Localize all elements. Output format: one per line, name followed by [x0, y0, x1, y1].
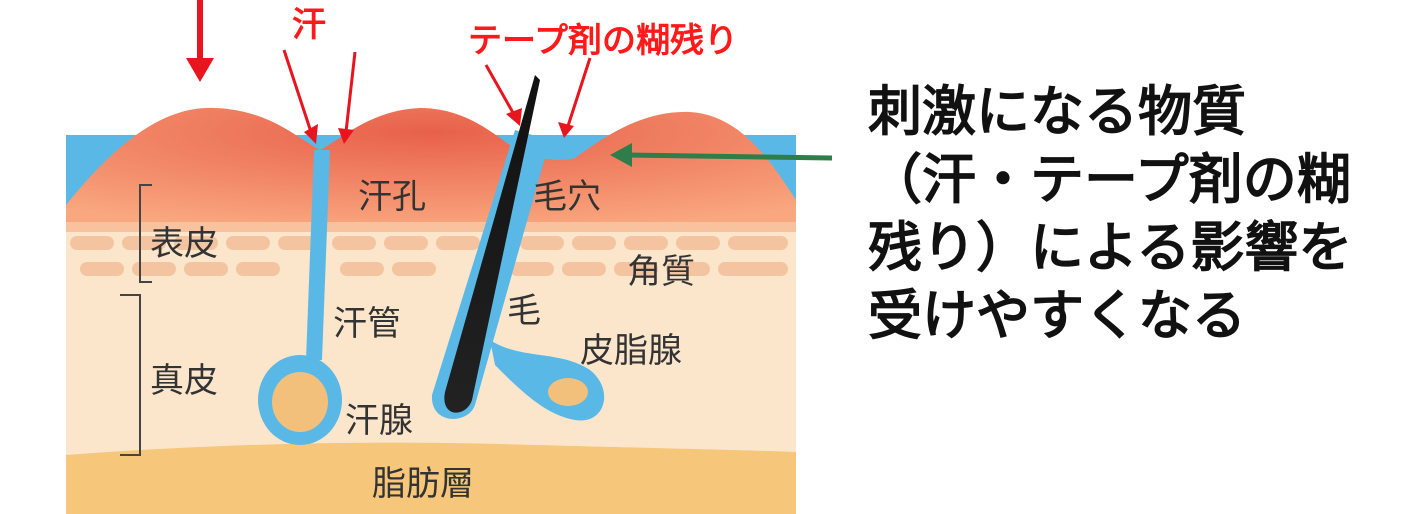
label-sweat-gland: 汗腺	[345, 401, 413, 441]
label-hair-pore: 毛穴	[533, 177, 601, 217]
sebaceous-gland-core	[548, 378, 588, 406]
epidermis-bracket	[139, 184, 152, 283]
green-arrowhead	[610, 143, 632, 167]
stratum-corneum-bricks	[70, 236, 788, 276]
epidermis-base	[66, 222, 796, 232]
caption-line: 刺激になる物質	[868, 80, 1246, 143]
red-arrowheads	[186, 58, 574, 144]
skin-cross-section-diagram: 汗孔 毛穴 表皮 角質 汗管 毛 真皮 皮脂腺 汗腺 脂肪層 汗 テープ剤の糊残…	[66, 0, 833, 514]
red-arrows	[197, 0, 592, 136]
sweat-gland-core	[272, 372, 328, 432]
caption-line: （汗・テープ剤の糊	[868, 148, 1351, 211]
label-fat-layer: 脂肪層	[372, 464, 474, 504]
caption-line: 残り）による影響を	[868, 216, 1353, 279]
label-sweat-duct: 汗管	[333, 304, 401, 344]
label-sweat-pore: 汗孔	[358, 177, 426, 217]
caption-text: 刺激になる物質 （汗・テープ剤の糊 残り）による影響を 受けやすくなる	[868, 78, 1388, 350]
label-stratum-corneum: 角質	[627, 252, 695, 292]
sweat-duct	[306, 150, 330, 360]
label-sebaceous-gland: 皮脂腺	[580, 331, 682, 371]
green-arrow-line	[627, 152, 833, 161]
caption-line: 受けやすくなる	[868, 284, 1246, 347]
fat-layer	[66, 442, 796, 514]
hair-shaft	[444, 75, 540, 413]
epidermis-bumps	[66, 107, 796, 230]
label-hair: 毛	[507, 291, 541, 331]
label-sweat-top: 汗	[292, 5, 326, 45]
dermis-bracket	[120, 294, 141, 456]
label-dermis: 真皮	[150, 361, 218, 401]
label-epidermis: 表皮	[150, 224, 218, 264]
label-tape-residue: テープ剤の糊残り	[468, 21, 738, 61]
